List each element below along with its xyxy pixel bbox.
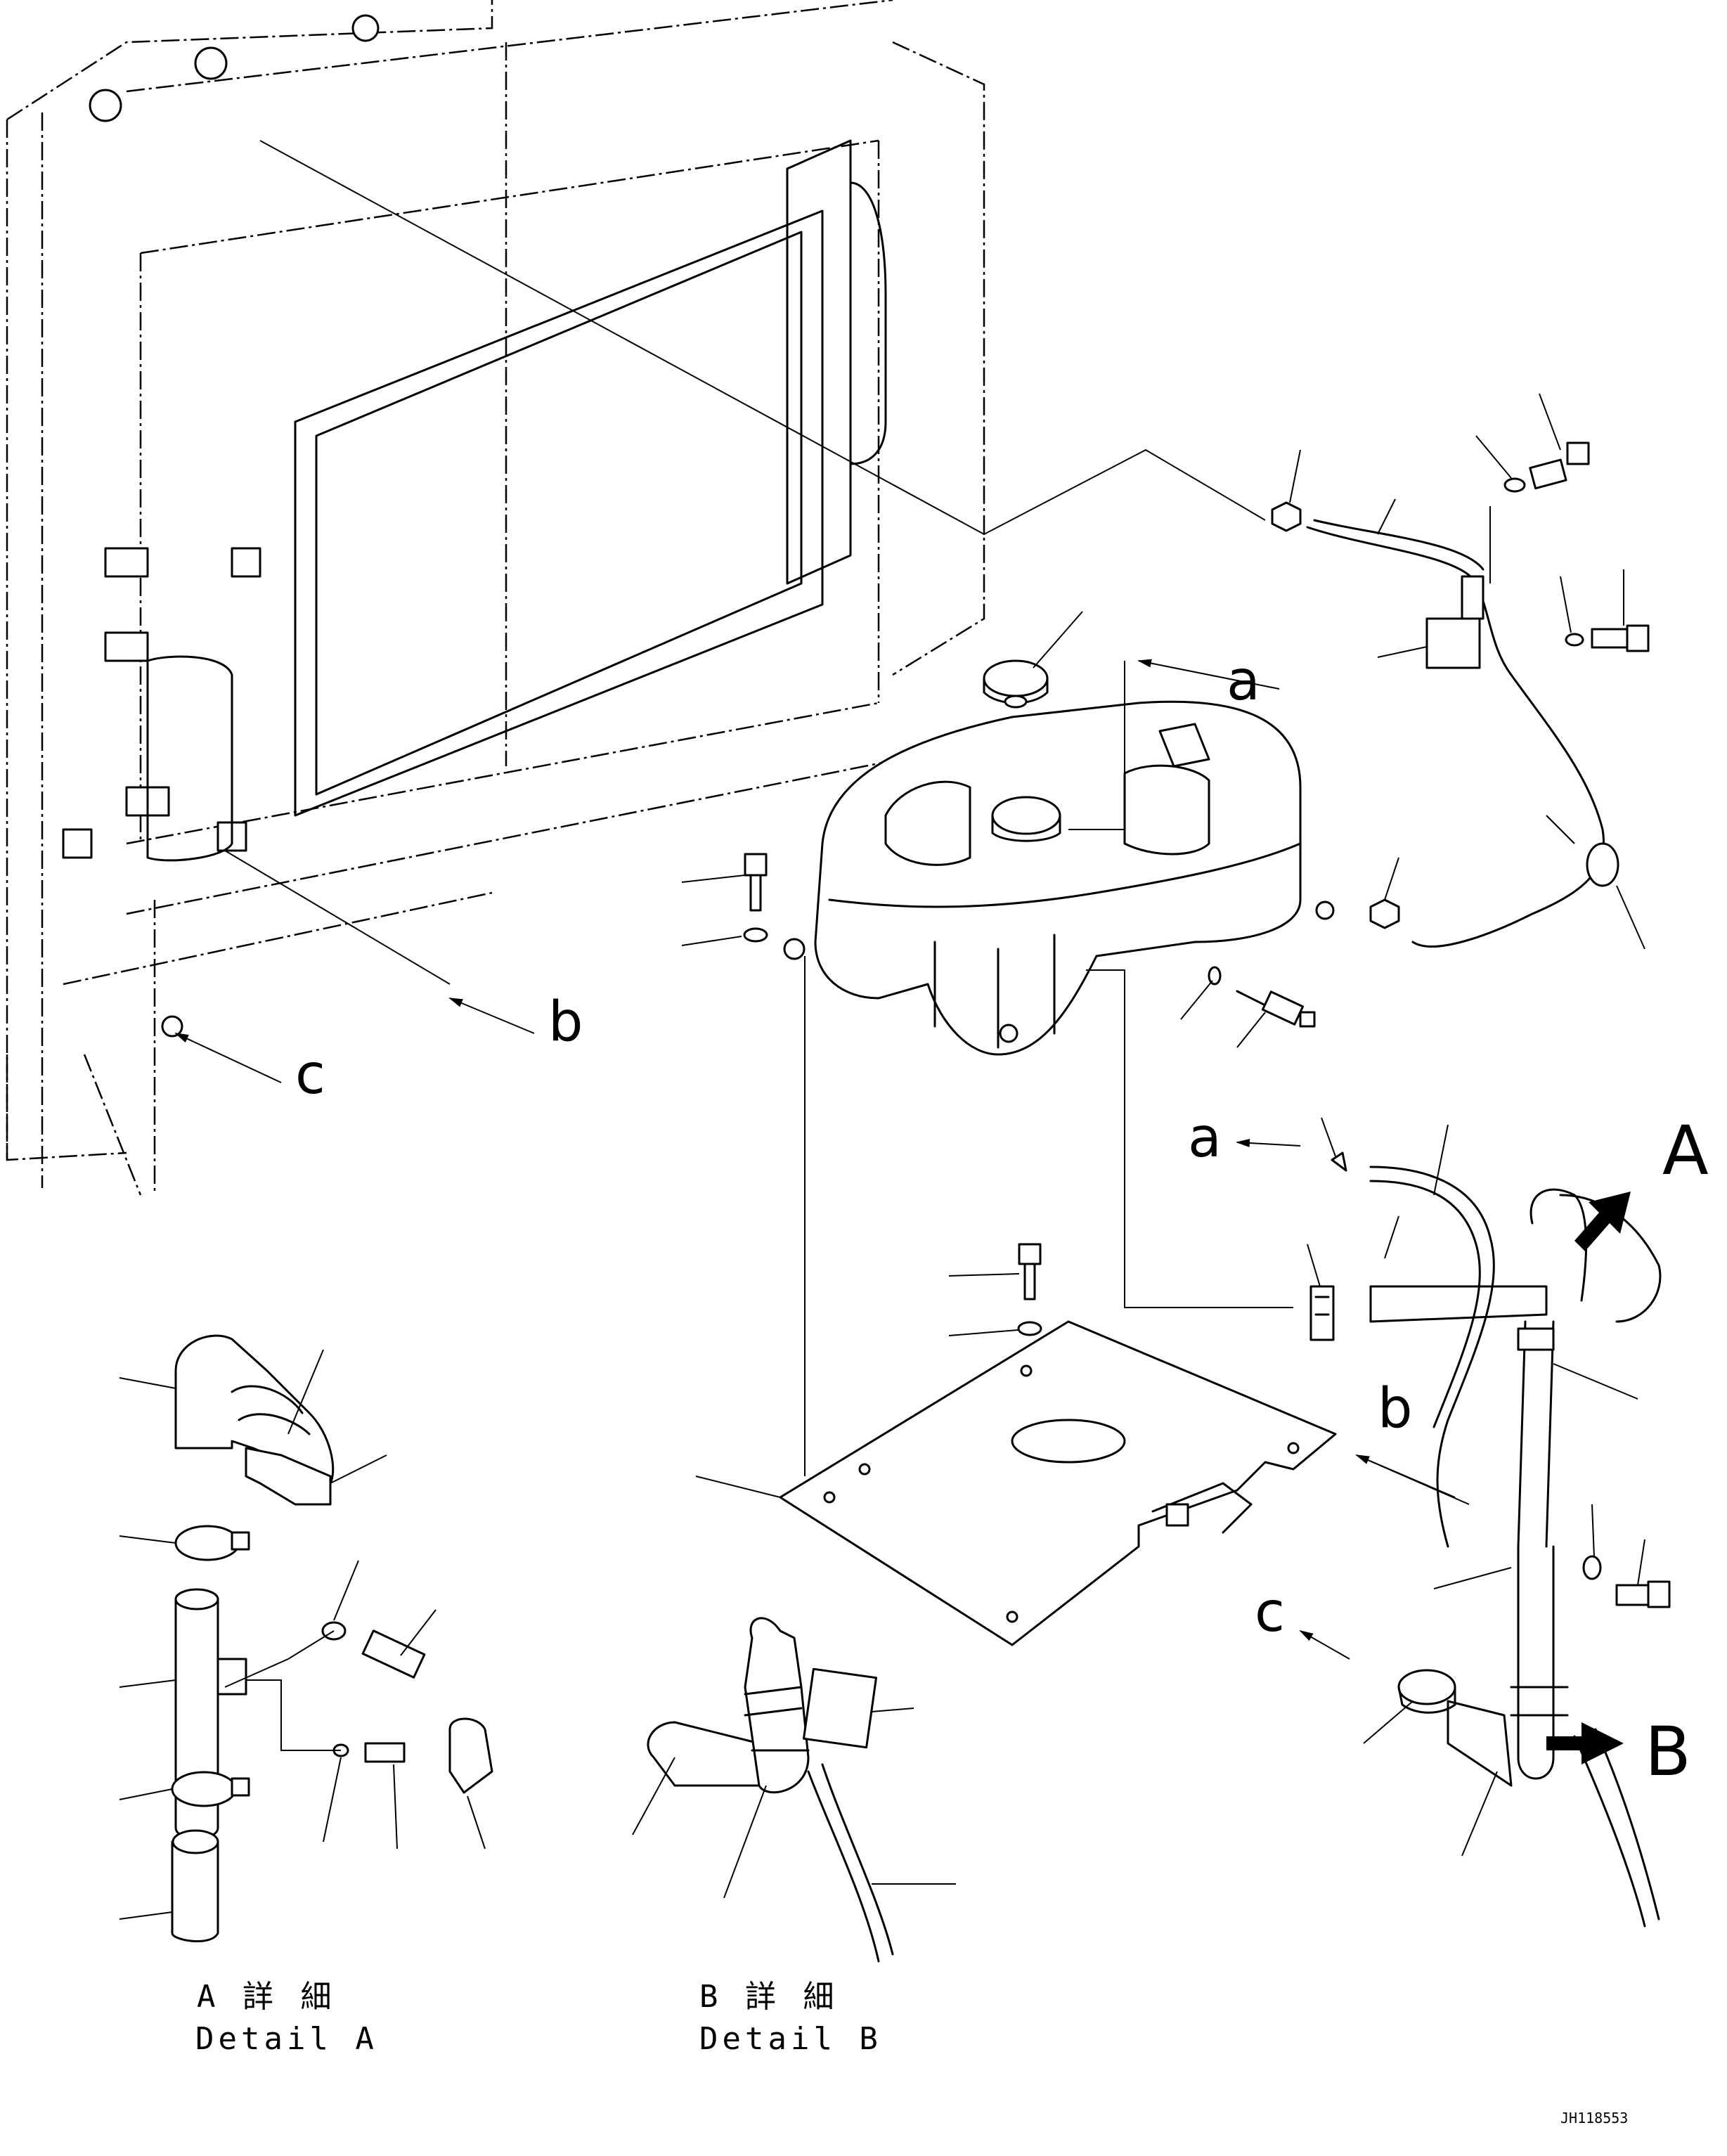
callout-b-upper: b: [548, 990, 583, 1054]
detail-a-caption-en: Detail A: [195, 2021, 378, 2057]
detail-b-caption-jp: B 詳 細: [699, 1979, 838, 2015]
detail-b-caption-en: Detail B: [699, 2021, 882, 2057]
hose-clip: [1309, 1151, 1347, 1341]
level-sensor: [1208, 966, 1316, 1028]
clip-bolt: [1503, 441, 1650, 652]
reservoir-tank: [783, 700, 1335, 1056]
detail-a-caption-jp: A 詳 細: [197, 1979, 335, 2015]
callout-c-upper: c: [295, 1043, 325, 1106]
callout-a-upper: a: [1227, 650, 1260, 713]
nut: [1271, 501, 1400, 929]
detail-a-parts: [171, 1334, 493, 1943]
radiator-frame-assembly: [6, 0, 985, 1196]
mounting-plate: [779, 1320, 1337, 1646]
filler-cap: [983, 659, 1049, 709]
callout-a-lower: a: [1188, 1106, 1222, 1170]
detail-b-parts: [647, 1617, 894, 1963]
vent-hose: [1306, 519, 1619, 948]
callout-c-lower: c: [1255, 1581, 1285, 1644]
callout-b-lower: b: [1378, 1377, 1413, 1440]
tank-mounting-bolt: [743, 853, 768, 943]
hose-clamp: [1397, 1669, 1456, 1714]
view-b-label: B: [1645, 1712, 1691, 1791]
drawing-code: JH118553: [1560, 2110, 1628, 2126]
right-hose-assembly: [1369, 1166, 1662, 1928]
hose-bracket-bolt: [1582, 1555, 1671, 1608]
view-a-arrow: [1574, 1192, 1631, 1251]
plate-bolt: [1017, 1243, 1042, 1336]
view-a-label: A: [1662, 1111, 1709, 1190]
view-b-arrow: [1546, 1722, 1624, 1764]
